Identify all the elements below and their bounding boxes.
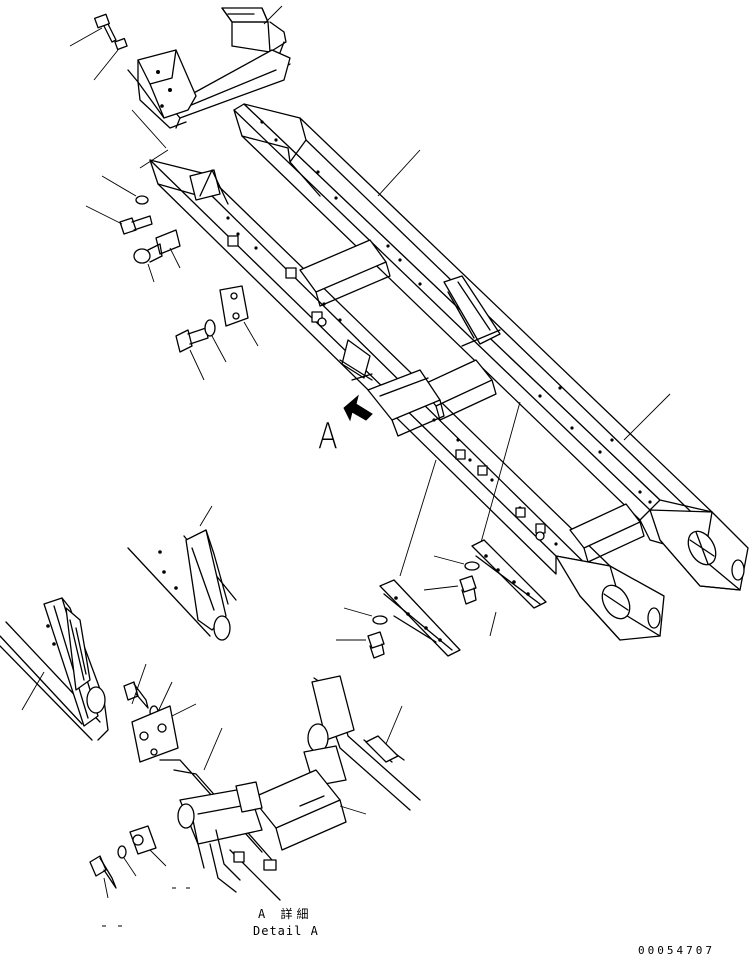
detail-mount-small xyxy=(127,505,237,641)
left-fasteners xyxy=(85,175,259,381)
middle-straps xyxy=(336,401,547,659)
top-bracket-assembly xyxy=(69,5,291,169)
detail-title-japanese: A 詳細 xyxy=(258,907,313,921)
view-marker-label: A xyxy=(318,416,338,457)
drawing-number: 00054707 xyxy=(638,944,715,957)
detail-bolt-plate xyxy=(123,663,197,763)
detail-left-rail xyxy=(0,597,109,741)
detail-title-english: Detail A xyxy=(253,924,319,938)
detail-lower-assembly xyxy=(89,675,421,927)
left-main-rail xyxy=(149,159,665,641)
view-arrow xyxy=(343,394,373,422)
right-main-rail xyxy=(233,103,749,591)
cross-members xyxy=(227,235,645,563)
